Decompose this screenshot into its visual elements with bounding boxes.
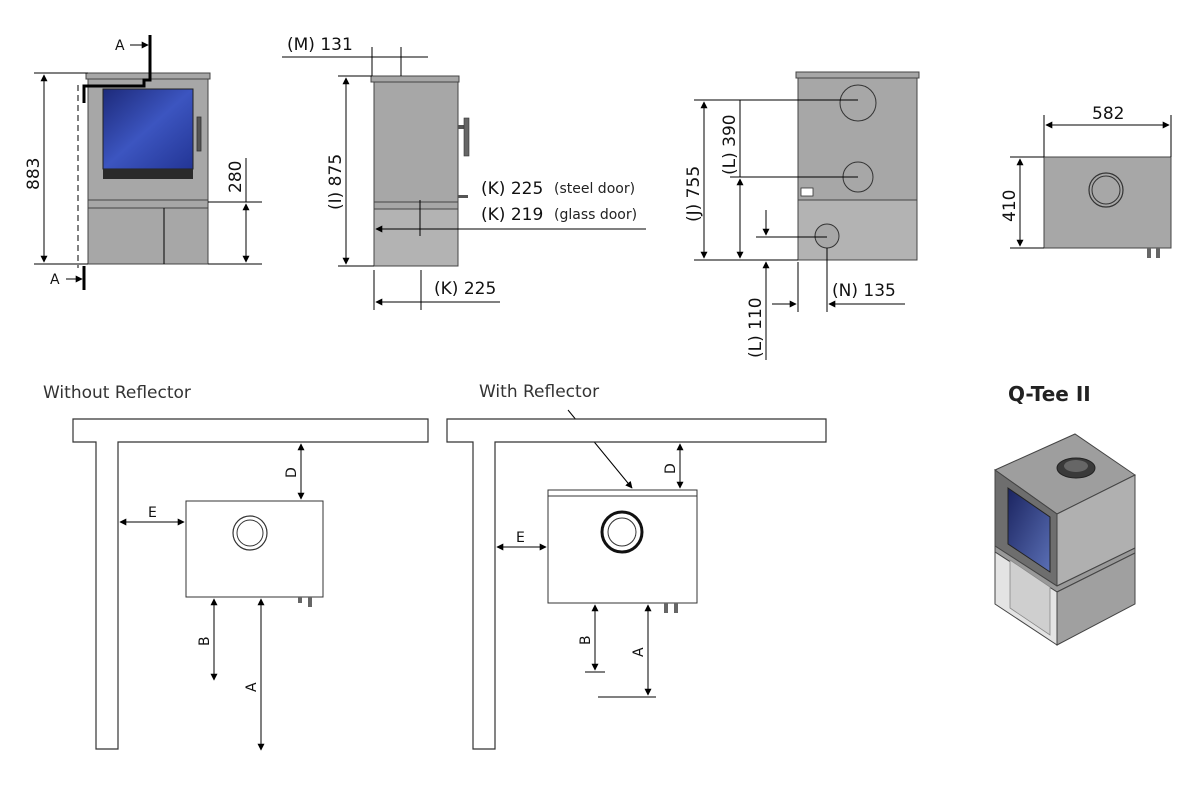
rear-air-inlet [814,223,840,249]
iso-stand-right [1056,552,1136,646]
side-handle-arm [458,125,468,129]
front-door-handle [196,116,202,152]
front-base-stand [87,207,209,265]
rear-top-plate [795,71,920,79]
clearance-a-with: A [631,647,647,657]
k-219-glass-label: (K) 219 [481,205,543,225]
stove-spigot-without-2 [308,597,312,607]
stove-flue-inner-without [236,519,264,547]
l-390-label: (L) 390 [720,114,740,175]
stove-spigot-with-1 [664,603,668,613]
rear-flue-outlet-top [839,84,877,122]
front-glass-window [102,88,194,170]
section-letter-bottom: A [50,272,60,288]
clearance-b-with: B [578,635,594,645]
clearance-a-without: A [244,682,260,692]
iso-glass [1007,487,1051,573]
stove-flue-without [232,515,268,551]
height-883-label: 883 [24,158,44,190]
rear-base [797,199,918,261]
side-handle-grip [463,117,470,157]
without-reflector-heading: Without Reflector [43,383,191,403]
clearance-d-with: D [663,463,679,474]
iso-flue-inner [1064,460,1088,472]
placement-without-reflector: Without Reflector D E B A [43,383,429,751]
front-glass-bottom-strip [103,169,193,179]
k-225-steel-label: (K) 225 [481,179,543,199]
top-spigot-1 [1147,248,1151,258]
product-title: Q-Tee II [1008,382,1091,406]
section-letter-top: A [115,38,125,54]
with-reflector-heading: With Reflector [479,382,599,402]
clearance-b-without: B [197,636,213,646]
stove-flue-inner-with [607,517,637,547]
side-base-stand [373,208,459,267]
side-view: (M) 131 (I) 875 (K) 225 (steel door) (K)… [282,35,646,310]
front-view: A A 883 280 [24,35,262,290]
clearance-e-without: E [148,505,157,521]
j-755-label: (J) 755 [684,166,704,222]
width-582-label: 582 [1092,104,1124,124]
iso-stand-opening [1009,559,1051,636]
k-glass-door-note: (glass door) [554,207,637,223]
k-225-bottom-label: (K) 225 [434,279,496,299]
wall-corner-with [446,418,827,750]
depth-410-label: 410 [1000,190,1020,222]
placement-with-reflector: With Reflector D E B A [446,382,827,750]
product-isometric: Q-Tee II [993,382,1136,646]
i-875-label: (I) 875 [326,154,346,210]
top-flue-collar-inner [1091,175,1121,205]
side-base-plate [373,201,459,210]
top-view: 582 410 [1000,104,1172,258]
wall-corner-without [72,418,429,750]
n-135-label: (N) 135 [832,281,896,301]
stove-spigot-with-2 [674,603,678,613]
base-height-280-label: 280 [226,161,246,193]
top-flue-collar [1088,172,1124,208]
clearance-e-with: E [516,530,525,546]
front-top-plate [85,72,211,80]
clearance-d-without: D [284,467,300,478]
stove-spigot-without-1 [298,597,302,603]
rear-data-plate [800,187,814,197]
reflector-plate [547,489,698,497]
m-131-label: (M) 131 [287,35,353,55]
rear-view: (J) 755 (L) 390 (L) 110 (N) 135 [684,71,920,360]
side-spigot [458,195,468,198]
k-steel-door-note: (steel door) [554,181,635,197]
section-marker-top [82,35,152,103]
front-base-plate [87,199,209,209]
side-firebox [373,81,459,203]
side-top-plate [370,75,460,83]
top-spigot-2 [1156,248,1160,258]
l-110-label: (L) 110 [746,297,766,358]
